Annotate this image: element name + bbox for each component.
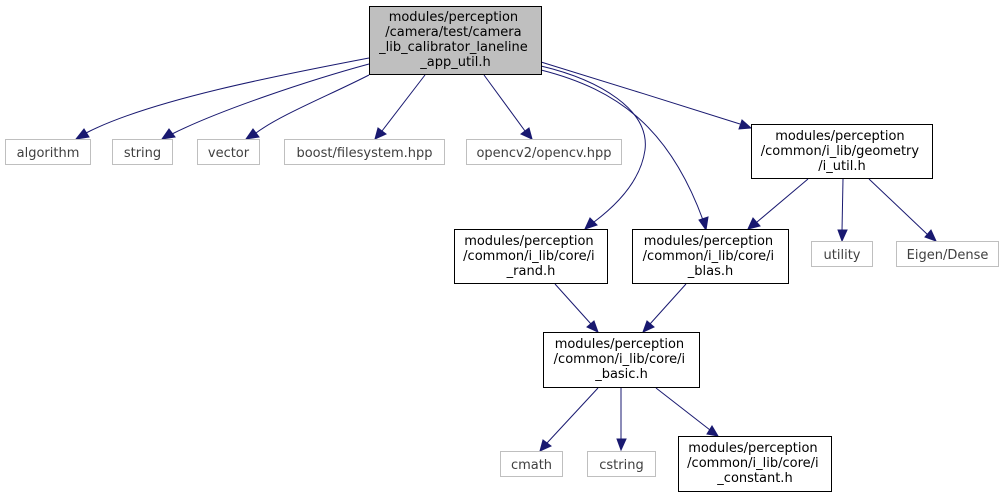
node-i-blas[interactable]: modules/perception /common/i_lib/core/i … — [632, 229, 789, 284]
edge-i-basic-to-i-constant — [655, 387, 719, 437]
node-eigen-dense-label: Eigen/Dense — [907, 248, 989, 263]
edge-i-basic-to-cmath — [539, 387, 599, 452]
svg-text:modules/perception /co: modules/perception /common/i_lib/core/i … — [463, 234, 599, 279]
edge-i-rand-to-i-basic — [554, 283, 599, 333]
node-i-rand-line-1: modules/perception — [464, 234, 593, 249]
edges — [74, 57, 937, 452]
edge-root-to-opencv — [483, 74, 533, 140]
node-i-rand-line-3: _rand.h — [506, 264, 556, 279]
node-algorithm-label: algorithm — [17, 146, 80, 161]
node-i-util-line-3: /i_util.h — [818, 159, 865, 174]
edge-root-to-i-blas — [540, 69, 709, 232]
node-root-line-1: modules/perception — [389, 10, 518, 25]
svg-text:boost/filesystem.hpp: boost/filesystem.hpp — [296, 146, 432, 161]
nodes: modules/perception /camera/test/camera _… — [5, 6, 999, 492]
node-string-label: string — [124, 146, 161, 161]
node-algorithm[interactable]: algorithm — [5, 139, 91, 165]
node-i-rand-line-2: /common/i_lib/core/i — [463, 249, 595, 264]
node-i-util-line-1: modules/perception — [775, 129, 904, 144]
node-i-blas-line-1: modules/perception — [644, 234, 773, 249]
node-i-constant-line-2: /common/i_lib/core/i — [687, 456, 819, 471]
node-i-util[interactable]: modules/perception /common/i_lib/geometr… — [751, 124, 933, 179]
node-i-basic-line-3: _basic.h — [594, 367, 648, 382]
edge-i-blas-to-i-basic — [642, 283, 687, 333]
svg-text:cmath: cmath — [511, 458, 552, 473]
node-i-constant-line-3: _constant.h — [716, 471, 792, 486]
node-root-line-4: _app_util.h — [419, 55, 490, 70]
node-boost-filesystem[interactable]: boost/filesystem.hpp — [284, 139, 445, 165]
edge-i-basic-to-cstring — [616, 388, 627, 452]
node-i-basic[interactable]: modules/perception /common/i_lib/core/i … — [543, 332, 700, 388]
edge-root-to-vector — [244, 74, 370, 140]
svg-text:utility: utility — [824, 248, 861, 263]
node-vector-label: vector — [208, 146, 250, 161]
node-string[interactable]: string — [112, 139, 173, 165]
node-i-basic-line-2: /common/i_lib/core/i — [554, 352, 686, 367]
svg-text:modules/perception /co: modules/perception /common/i_lib/core/i … — [643, 234, 779, 279]
node-i-basic-line-1: modules/perception — [555, 337, 684, 352]
edge-root-to-i-rand — [540, 65, 646, 230]
node-i-blas-line-3: _blas.h — [687, 264, 733, 279]
node-boost-filesystem-label: boost/filesystem.hpp — [296, 146, 432, 161]
edge-i-util-to-eigen — [868, 178, 937, 242]
node-vector[interactable]: vector — [197, 139, 260, 165]
svg-text:modules/perception /co: modules/perception /common/i_lib/geometr… — [761, 129, 924, 174]
node-opencv[interactable]: opencv2/opencv.hpp — [466, 139, 622, 165]
edge-i-util-to-utility — [837, 178, 848, 243]
edge-root-to-algorithm — [74, 57, 370, 140]
edge-root-to-string — [160, 63, 370, 140]
node-i-util-line-2: /common/i_lib/geometry — [761, 144, 920, 159]
node-cstring-label: cstring — [599, 458, 643, 473]
edge-root-to-i-util — [540, 61, 753, 130]
node-cmath[interactable]: cmath — [500, 451, 563, 477]
node-cstring[interactable]: cstring — [587, 451, 656, 477]
node-root-line-2: /camera/test/camera — [385, 25, 521, 40]
node-i-rand[interactable]: modules/perception /common/i_lib/core/i … — [454, 229, 608, 284]
svg-text:string: string — [124, 146, 161, 161]
svg-text:vector: vector — [208, 146, 250, 161]
node-root-header[interactable]: modules/perception /camera/test/camera _… — [369, 6, 542, 75]
node-i-blas-line-2: /common/i_lib/core/i — [643, 249, 775, 264]
svg-text:Eigen/Dense: Eigen/Dense — [907, 248, 989, 263]
svg-text:modules/perception /co: modules/perception /common/i_lib/core/i … — [687, 441, 823, 486]
edge-root-to-boost-filesystem — [374, 74, 426, 140]
svg-text:opencv2/opencv.hpp: opencv2/opencv.hpp — [476, 146, 611, 161]
edge-i-util-to-i-blas — [747, 178, 809, 230]
svg-text:modules/perception /ca: modules/perception /camera/test/camera _… — [378, 10, 532, 70]
node-i-constant-line-1: modules/perception — [688, 441, 817, 456]
node-cmath-label: cmath — [511, 458, 552, 473]
node-utility-label: utility — [824, 248, 861, 263]
node-opencv-label: opencv2/opencv.hpp — [476, 146, 611, 161]
svg-text:modules/perception /co: modules/perception /common/i_lib/core/i … — [554, 337, 690, 382]
svg-text:cstring: cstring — [599, 458, 643, 473]
svg-text:algorithm: algorithm — [17, 146, 80, 161]
node-root-line-3: _lib_calibrator_laneline — [378, 40, 528, 55]
node-utility[interactable]: utility — [811, 241, 873, 267]
node-eigen-dense[interactable]: Eigen/Dense — [896, 241, 999, 267]
node-i-constant[interactable]: modules/perception /common/i_lib/core/i … — [678, 436, 832, 492]
